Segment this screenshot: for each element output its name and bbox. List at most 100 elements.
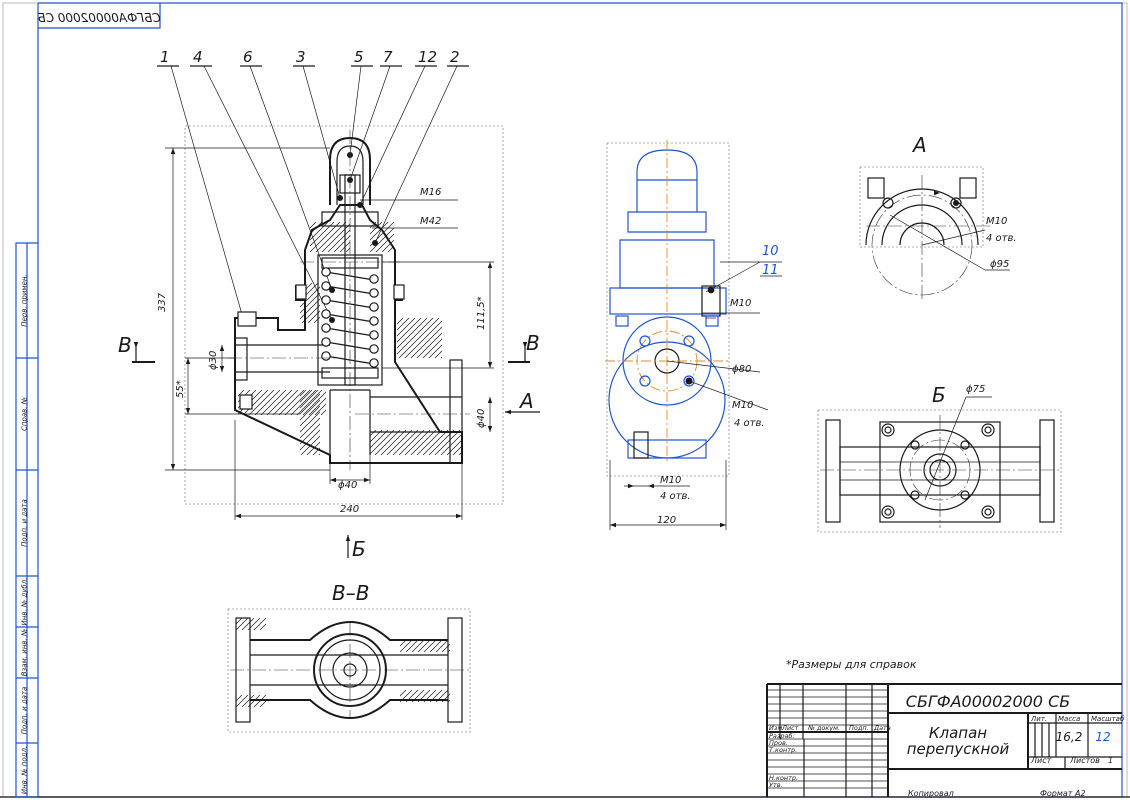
bolt-right (393, 284, 405, 300)
side-bolt-hole (639, 335, 651, 347)
view-b-d75: ϕ75 (966, 384, 985, 395)
hatch-line (452, 445, 462, 455)
hatch-line (422, 338, 442, 358)
side-flange-stud-right (705, 315, 719, 327)
hatch-line (397, 318, 404, 325)
hatch-line (314, 403, 326, 415)
hatch-line (370, 227, 394, 252)
callout-label-2: 2 (450, 48, 460, 66)
dim-d40-bottom: ϕ40 (338, 480, 357, 491)
side-base (627, 439, 707, 459)
view-a-bolt-dot (953, 200, 959, 206)
hatch-line (310, 222, 329, 241)
view-a-d95: ϕ95 (990, 259, 1009, 270)
hatch-line (306, 441, 320, 455)
hatch-line (440, 356, 442, 358)
side-view-bounds (606, 142, 730, 477)
tb-role-label: Пров. (769, 739, 788, 747)
hatch-line (397, 318, 410, 331)
view-b-flange-hole (960, 440, 970, 450)
hatch-line (345, 390, 370, 415)
view-b-corner-bolt-inner (884, 508, 892, 516)
hatch-line (300, 411, 320, 433)
hatch-left-wall (300, 390, 426, 455)
hatch-line (238, 390, 245, 397)
hatch-line (284, 390, 311, 415)
hatch-line (325, 390, 390, 455)
side-stamp-label: Перв. примен. (21, 274, 29, 327)
hatch-line (236, 618, 243, 625)
side-dim-m10-bottom: M10 (660, 475, 681, 486)
hatch-line (381, 239, 394, 252)
callout-label-12: 12 (418, 48, 437, 66)
callout-dot (329, 317, 335, 323)
arrowhead (330, 477, 336, 483)
spring-wire-left (321, 351, 331, 361)
tb-col-header: Изм (769, 724, 782, 732)
hatch-line (423, 640, 437, 652)
hatch-line (343, 390, 408, 455)
hatch-line (400, 640, 401, 641)
cut-mark-a: А (518, 389, 534, 413)
side-dim-m10-bottom-note: 4 отв. (660, 491, 691, 502)
tb-name-line1: Клапан (929, 724, 987, 742)
hatch-line (355, 390, 420, 455)
hatch-line (272, 618, 284, 630)
hatch-line (331, 390, 396, 455)
hatch-line (454, 690, 466, 702)
tb-mass-label: Масса (1058, 715, 1080, 723)
title-block-grid (766, 683, 1122, 797)
side-base-bolt (633, 431, 649, 459)
hatch-line (333, 390, 358, 415)
hatch-line (296, 390, 323, 415)
side-dim-120: 120 (657, 515, 676, 526)
side-flange (609, 287, 727, 315)
header-box-outline (38, 3, 161, 29)
hatch-line (370, 430, 377, 437)
hatch-line (241, 618, 255, 630)
view-b-corner-bolt (981, 505, 995, 519)
view-a-outer-arc (865, 188, 979, 246)
arrowhead (648, 483, 654, 489)
view-b-flange-right (1039, 419, 1055, 523)
hatch-line (453, 318, 493, 358)
hatch-line (333, 235, 350, 252)
side-stamp-label: Инв. № дубл. (21, 578, 29, 626)
spring-wire-left (321, 295, 331, 305)
hatch-line (422, 430, 449, 455)
callout-label-1: 1 (160, 48, 170, 66)
dim-337: 337 (157, 292, 168, 312)
hatch-line (310, 222, 335, 247)
hatch-line (361, 390, 426, 455)
part-label-10: 10 (762, 244, 779, 259)
view-a-geometry (865, 175, 1010, 300)
arrowhead (505, 409, 511, 415)
hatch-line (300, 405, 320, 427)
view-b-corner-bolt (881, 423, 895, 437)
seat-ring-left (237, 311, 257, 327)
hatch-line (327, 390, 352, 415)
callout-leader (203, 65, 333, 321)
hatch-line (320, 409, 326, 415)
side-stamp-label: Инв. № подл. (21, 746, 29, 794)
hatch-line (300, 390, 319, 409)
part-label-11: 11 (762, 263, 779, 278)
spring-wire-right (369, 344, 379, 354)
arrowhead (487, 362, 493, 368)
hatch-line (265, 629, 266, 630)
side-stamp-label: Взам. инв. № (21, 629, 29, 677)
hatch-line (259, 623, 266, 630)
hatch-line (416, 430, 443, 455)
hatch-line (446, 439, 462, 455)
hatch-line (398, 318, 440, 358)
hatch-line (272, 390, 299, 415)
arrowhead (364, 477, 370, 483)
tb-designation: СБГФА00002000 СБ (906, 692, 1070, 711)
main-view-geometry (132, 130, 540, 558)
arrowhead (345, 535, 351, 541)
arrowhead (170, 464, 176, 470)
arrowhead (219, 345, 225, 351)
callout-label-5: 5 (354, 48, 364, 66)
section-v-v-geometry (230, 617, 470, 723)
